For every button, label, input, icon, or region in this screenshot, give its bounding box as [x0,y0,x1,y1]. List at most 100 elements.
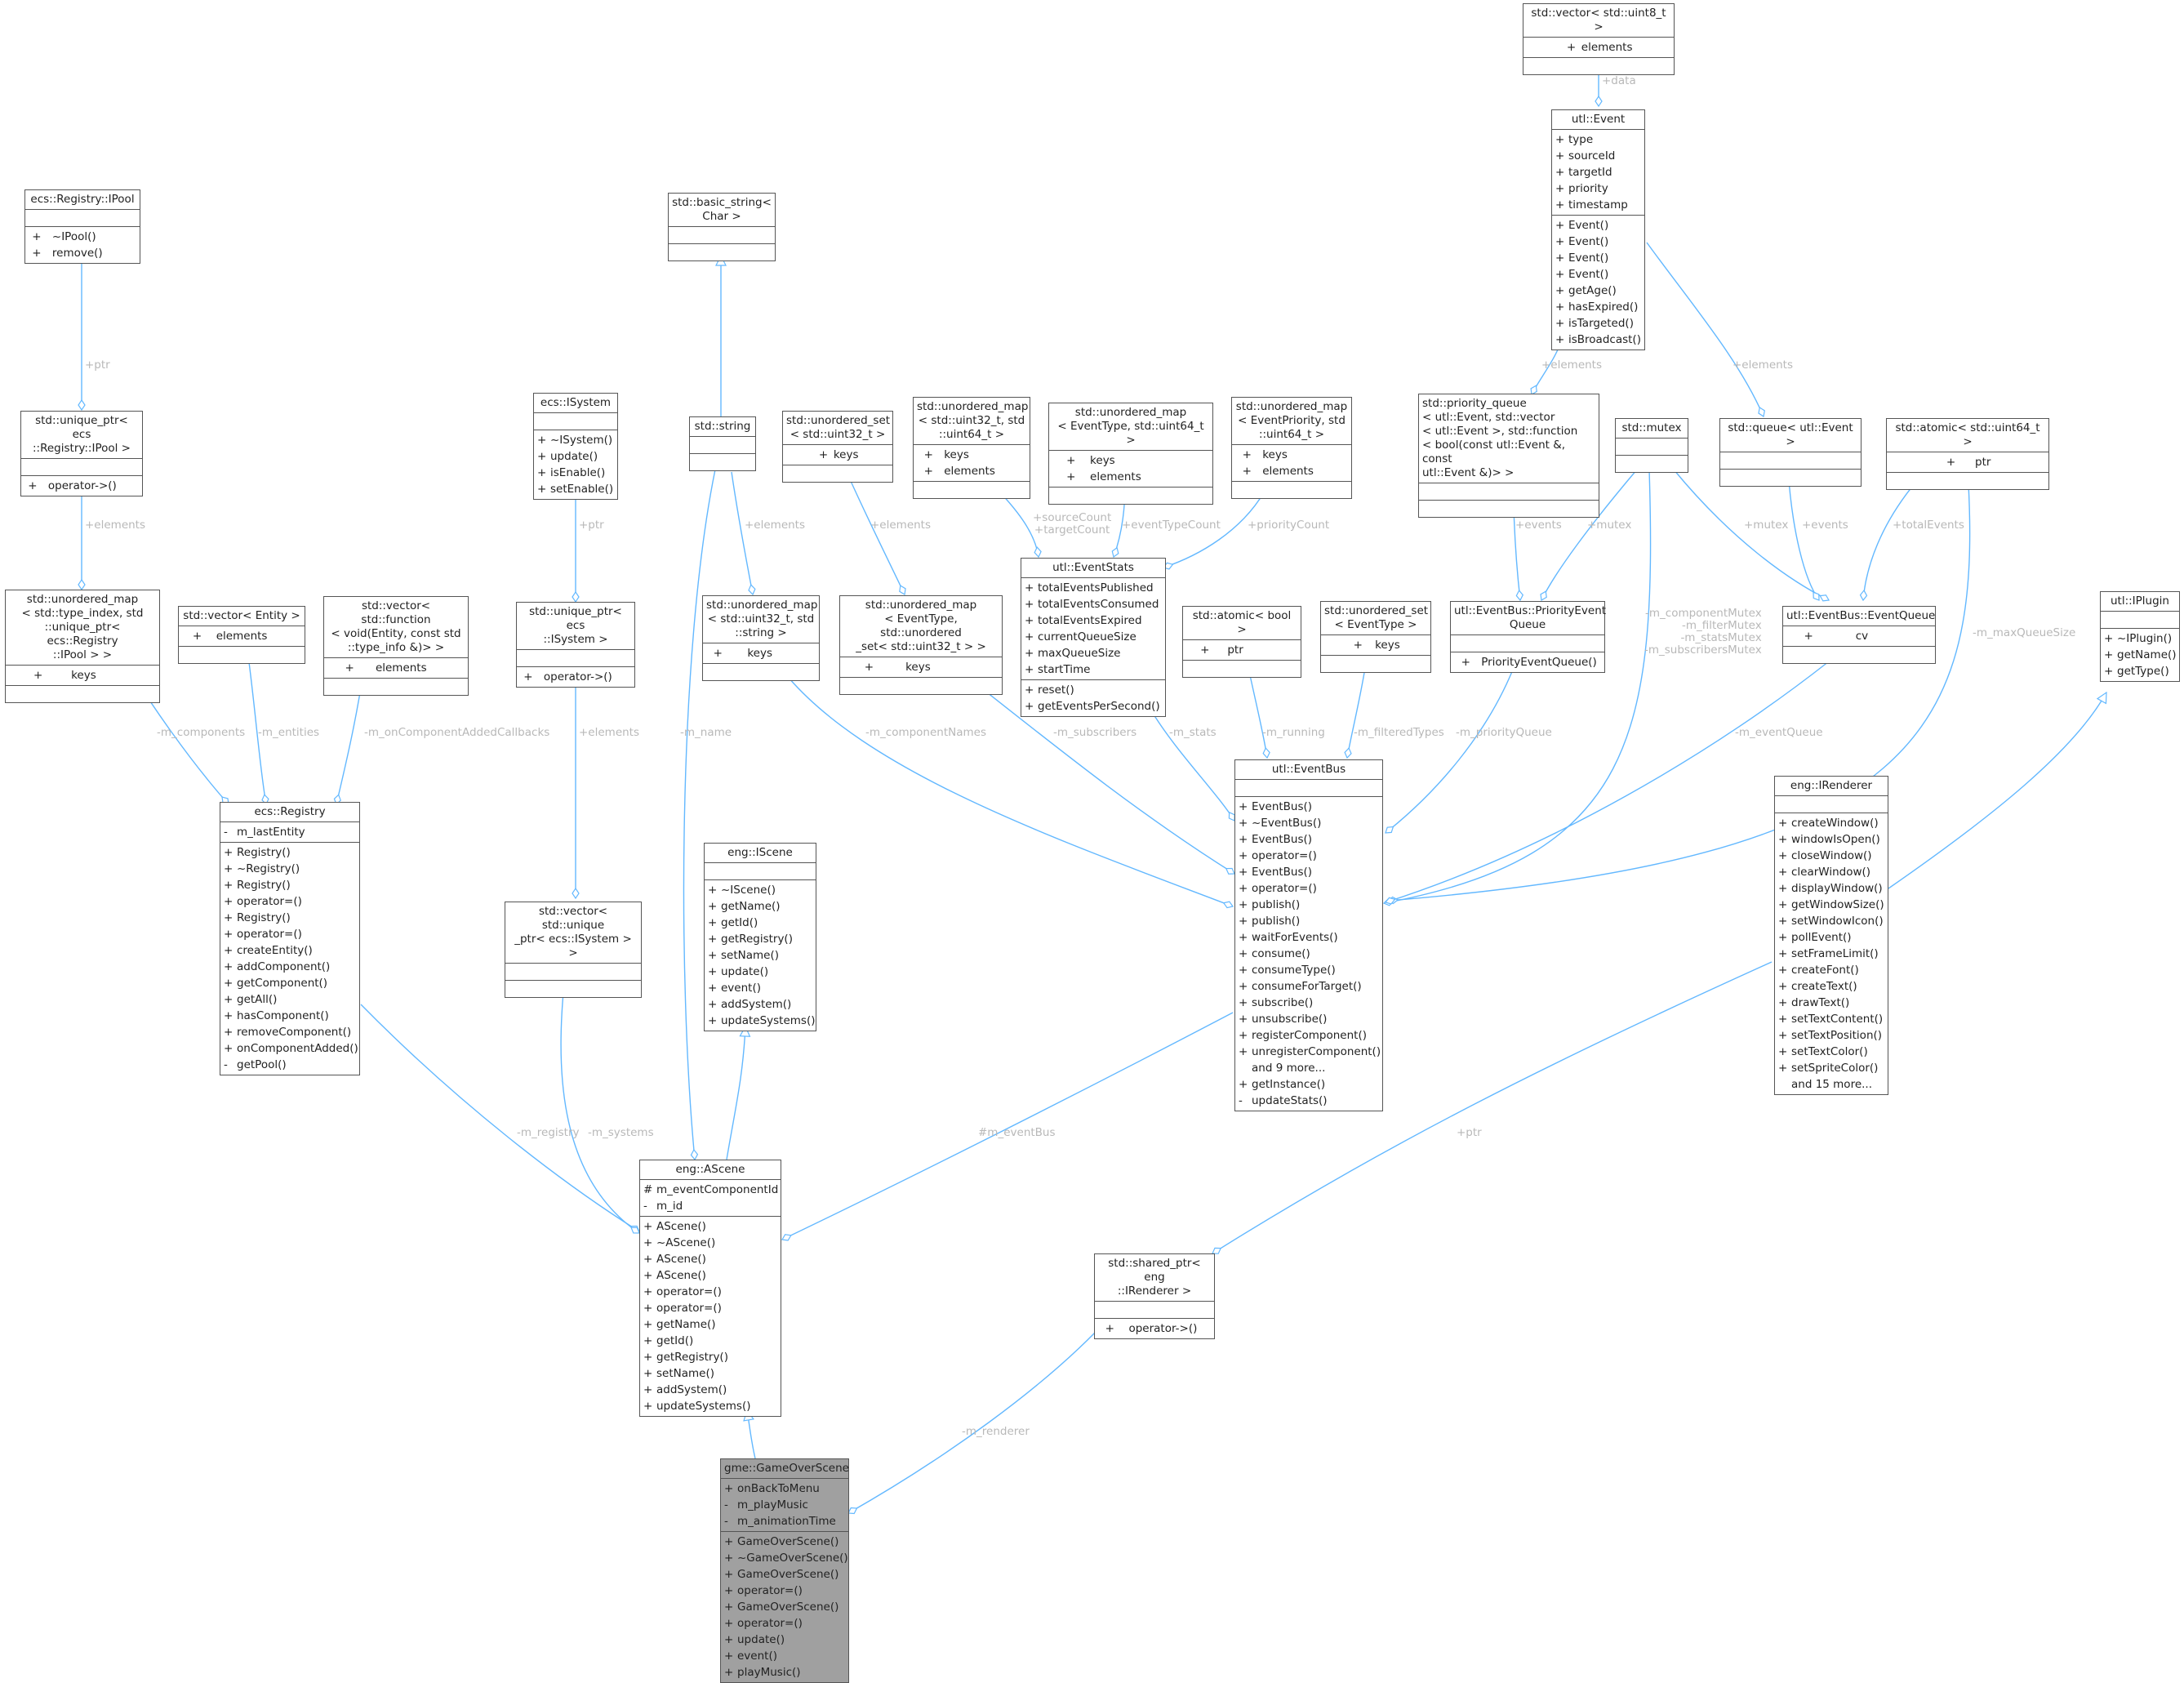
class-operation: +displayWindow() [1778,882,1883,895]
edge-label-pq-mutex: +mutex [1587,519,1632,532]
class-operation: +getInstance() [1239,1078,1326,1091]
class-operation: +subscribe() [1239,996,1314,1009]
iplugin-class[interactable]: utl::IPlugin +~IPlugin() +getName() +get… [2100,591,2180,682]
class-attributes [1720,452,1861,469]
class-title: utl::Event [1571,113,1626,126]
unique-ptr-ipool-class[interactable]: std::unique_ptr< ecs ::Registry::IPool >… [20,411,143,496]
class-operation: + operator->() [28,479,117,492]
class-title: std::priority_queue < utl::Event, std::v… [1422,397,1578,479]
class-attributes [1095,1301,1214,1318]
vector-uint8-class[interactable]: std::vector< std::uint8_t > + elements [1523,3,1675,75]
class-title: std::vector< std::uint8_t > [1531,7,1666,33]
unordered-map-u32-u64-class[interactable]: std::unordered_map < std::uint32_t, std … [913,397,1030,499]
class-attributes [25,209,140,226]
game-over-scene-class[interactable]: gme::GameOverScene +onBackToMenu -m_play… [720,1458,849,1683]
priority-queue-class[interactable]: std::priority_queue < utl::Event, std::v… [1418,394,1599,518]
class-operation: +setTextContent() [1778,1013,1884,1026]
std-string-class[interactable]: std::string [689,416,756,471]
event-queue-class[interactable]: utl::EventBus::EventQueue + cv [1782,606,1936,664]
vector-unique-isystem-class[interactable]: std::vector< std::unique _ptr< ecs::ISys… [505,902,642,998]
unordered-map-eventtype-u64-class[interactable]: std::unordered_map < EventType, std::uin… [1048,403,1213,505]
unordered-map-string-class[interactable]: std::unordered_map < std::uint32_t, std … [702,595,820,681]
class-operation: +~IPlugin() [2104,632,2173,645]
class-title: gme::GameOverScene [724,1462,849,1475]
class-attribute: +priority [1555,182,1608,195]
class-attribute: + keys [713,647,773,660]
class-title: std::queue< utl::Event > [1728,421,1853,448]
queue-event-class[interactable]: std::queue< utl::Event > [1719,418,1862,487]
edge-label-sys-elements: +elements [579,726,640,739]
class-operations: + operator->() [1095,1318,1214,1338]
event-stats-class[interactable]: utl::EventStats +totalEventsPublished +t… [1021,558,1166,717]
class-operations: +~IScene() +getName() +getId() +getRegis… [705,879,816,1031]
event-bus-class[interactable]: utl::EventBus +EventBus() +~EventBus() +… [1234,759,1383,1111]
basic-string-class[interactable]: std::basic_string< Char > [668,193,776,261]
class-operation: +Registry() [224,846,291,859]
class-attribute: +totalEventsPublished [1025,581,1154,594]
edge-max-queue [1388,469,1971,901]
class-title: std::unordered_map < std::uint32_t, std … [917,400,1029,441]
class-operations: +EventBus() +~EventBus() +EventBus() +op… [1235,796,1382,1111]
class-operation: +operator=() [224,928,302,941]
edge-event-queue [1386,661,1830,902]
edge-stats [1150,710,1234,821]
ascene-class[interactable]: eng::AScene #m_eventComponentId -m_id +A… [639,1160,781,1417]
edge-label-event-type-count: +eventTypeCount [1122,519,1221,532]
class-operation: +hasComponent() [224,1009,329,1022]
class-operation: +publish() [1239,915,1301,928]
class-attributes [2101,611,2179,628]
class-operations: + operator->() [21,475,142,496]
atomic-bool-class[interactable]: std::atomic< bool > + ptr [1182,606,1301,678]
edge-name [683,469,716,1160]
edge-label-systems: -m_systems [588,1126,654,1139]
vector-entity-class[interactable]: std::vector< Entity > + elements [178,606,305,664]
class-operation: +addSystem() [643,1383,727,1396]
class-operation: +getRegistry() [708,933,793,946]
class-attribute: + ptr [1946,456,1991,469]
class-operation: +isBroadcast() [1555,333,1641,346]
unique-ptr-isystem-class[interactable]: std::unique_ptr< ecs ::ISystem > + opera… [516,602,635,688]
ipool-class[interactable]: ecs::Registry::IPool + ~IPool() + remove… [24,189,140,264]
class-operation: +getName() [643,1318,716,1331]
shared-ptr-irenderer-class[interactable]: std::shared_ptr< eng ::IRenderer > + ope… [1094,1253,1215,1339]
class-attribute: + elements [923,465,995,478]
edge-eq-events [1787,469,1819,600]
class-operation: +~ISystem() [537,434,613,447]
unordered-map-priority-u64-class[interactable]: std::unordered_map < EventPriority, std … [1231,397,1352,499]
edge-label-source-target: +sourceCount +targetCount [1033,511,1112,537]
vector-function-class[interactable]: std::vector< std::function < void(Entity… [323,596,469,696]
class-attribute: -m_animationTime [724,1515,836,1528]
edge-label-registry: -m_registry [517,1126,580,1139]
class-attributes [690,436,755,453]
class-attribute: + elements [1242,465,1314,478]
class-attribute: +onBackToMenu [724,1482,820,1495]
unordered-map-subscribers-class[interactable]: std::unordered_map < EventType, std::uno… [839,595,1003,695]
class-operation: +Event() [1555,235,1609,248]
irenderer-class[interactable]: eng::IRenderer +createWindow() +windowIs… [1774,776,1888,1095]
unordered-set-uint32-class[interactable]: std::unordered_set < std::uint32_t > + k… [782,411,893,483]
class-title: ecs::Registry [254,805,326,818]
iscene-class[interactable]: eng::IScene +~IScene() +getName() +getId… [704,843,816,1031]
std-mutex-class[interactable]: std::mutex [1615,418,1688,473]
class-operations [505,980,641,997]
isystem-class[interactable]: ecs::ISystem +~ISystem() +update() +isEn… [533,393,618,500]
utl-event-class[interactable]: utl::Event +type +sourceId +targetId +pr… [1551,109,1645,350]
class-attributes [505,963,641,980]
class-operation: +AScene() [643,1269,706,1282]
unordered-map-type-index-class[interactable]: std::unordered_map < std::type_index, st… [5,590,160,703]
class-attribute: +sourceId [1555,149,1616,163]
registry-class[interactable]: ecs::Registry -m_lastEntity +Registry() … [220,802,360,1075]
edge-registry [360,1004,639,1231]
class-operation: + PriorityEventQueue() [1461,656,1597,669]
edge-subs-elements [846,471,905,594]
class-operation: +GameOverScene() [724,1568,839,1581]
atomic-uint64-class[interactable]: std::atomic< std::uint64_t > + ptr [1886,418,2049,490]
class-operation: -updateStats() [1239,1094,1328,1107]
priority-event-queue-class[interactable]: utl::EventBus::PriorityEvent Queue + Pri… [1450,601,1606,673]
class-operation: -getPool() [224,1058,287,1071]
unordered-set-eventtype-class[interactable]: std::unordered_set < EventType > + keys [1320,601,1431,673]
class-operation: +GameOverScene() [724,1535,839,1548]
class-title: eng::IRenderer [1790,779,1873,792]
edge-subscribers [963,673,1234,874]
edge-label-priority-count: +priorityCount [1248,519,1330,532]
